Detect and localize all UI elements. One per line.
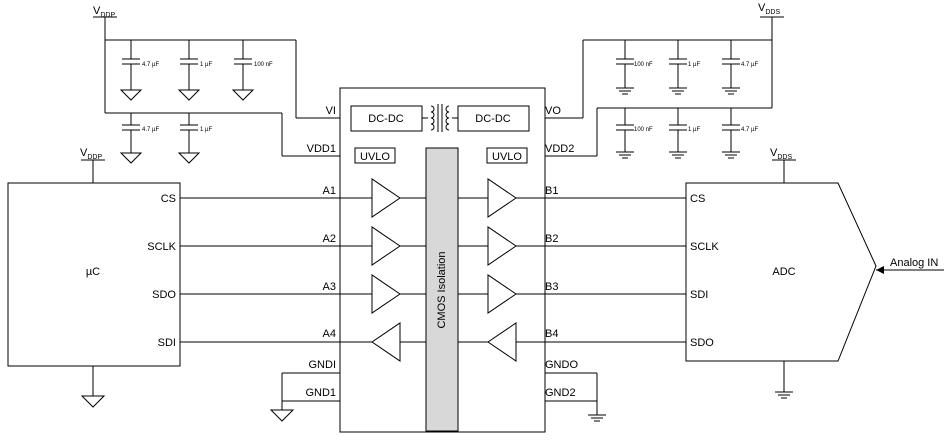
adc-pin-sdi: SDI — [690, 289, 708, 301]
transformer-icon — [422, 104, 458, 132]
channel-3-buffers — [340, 274, 545, 314]
cap-c5-value: 1 µF — [200, 127, 212, 133]
adc-pin-cs: CS — [690, 193, 705, 205]
channel-1-buffers — [340, 178, 545, 218]
cap-c7-value: 1 µF — [688, 62, 700, 68]
pin-a4: A4 — [323, 328, 336, 340]
pin-b2: B2 — [545, 233, 558, 245]
isolator-ic: CMOS Isolation DC-DC DC-DC UVLO UVLO VI … — [305, 87, 578, 433]
cap-c4-value: 4.7 µF — [142, 127, 159, 133]
vdds-adc-label: VDDS — [770, 147, 792, 161]
cap-c8-value: 4.7 µF — [741, 62, 758, 68]
uc-pin-sdi: SDI — [158, 337, 176, 349]
isolation-barrier — [425, 147, 459, 432]
cap-c5: 1 µF — [177, 113, 212, 164]
cap-c3-value: 100 nF — [254, 62, 273, 68]
cap-c4: 4.7 µF — [119, 113, 159, 164]
pin-a1: A1 — [323, 185, 336, 197]
cap-c9-value: 100 nF — [634, 127, 653, 133]
pin-vdd2: VDD2 — [545, 143, 574, 155]
pin-vdd1: VDD1 — [307, 143, 336, 155]
pin-b3: B3 — [545, 281, 558, 293]
cap-c2-value: 1 µF — [200, 62, 212, 68]
channel-4-buffers — [340, 322, 545, 362]
adc-pin-sclk: SCLK — [690, 241, 719, 253]
uc-title: µC — [86, 266, 100, 278]
adc-title: ADC — [772, 266, 795, 278]
pin-a3: A3 — [323, 281, 336, 293]
adc-bus-wires — [545, 197, 686, 343]
cap-c11-value: 4.7 µF — [741, 127, 758, 133]
adc: VDDS ADC CS SCLK SDI SDO Analog IN — [685, 147, 944, 399]
pin-vi: VI — [326, 105, 336, 117]
pin-b4: B4 — [545, 328, 558, 340]
cap-c1-value: 4.7 µF — [142, 62, 159, 68]
pin-gndi: GNDI — [309, 359, 337, 371]
channel-2-buffers — [340, 226, 545, 266]
uvlo-left-block — [354, 147, 396, 164]
uc-bus-wires — [180, 197, 340, 343]
cap-c6: 100 nF — [616, 40, 653, 95]
right-supply-network: VDDS 100 nF 1 µF — [545, 2, 784, 159]
uc-pin-sclk: SCLK — [147, 241, 176, 253]
cap-c10: 1 µF — [669, 108, 700, 159]
uc-pin-sdo: SDO — [152, 289, 176, 301]
barrier-label: CMOS Isolation — [436, 251, 448, 328]
uc-pin-cs: CS — [161, 193, 176, 205]
cap-c11: 4.7 µF — [722, 108, 758, 159]
vddp-main-label: VDDP — [93, 5, 115, 19]
analog-input-arrow-icon — [876, 266, 884, 274]
pin-gnd1: GND1 — [305, 387, 336, 399]
left-supply-network: VDDP 4.7 µF 1 µF — [93, 5, 340, 164]
cap-c3: 100 nF — [231, 40, 273, 101]
uvlo-right-label: UVLO — [492, 151, 522, 163]
pin-b1: B1 — [545, 185, 558, 197]
cap-c6-value: 100 nF — [634, 62, 653, 68]
uvlo-right-block — [486, 147, 528, 164]
analog-in-label: Analog IN — [890, 257, 938, 269]
cap-c7: 1 µF — [669, 40, 700, 95]
pin-a2: A2 — [323, 233, 336, 245]
microcontroller: VDDP µC CS SCLK SDO SDI — [7, 147, 181, 408]
cap-c8: 4.7 µF — [722, 40, 758, 95]
uvlo-left-label: UVLO — [360, 151, 390, 163]
cap-c2: 1 µF — [177, 40, 212, 101]
dcdc-right-label: DC-DC — [475, 113, 510, 125]
adc-pin-sdo: SDO — [690, 337, 714, 349]
dcdc-left-label: DC-DC — [368, 113, 403, 125]
vddp-uc-label: VDDP — [80, 147, 102, 161]
cap-c1: 4.7 µF — [119, 40, 159, 101]
vdds-main-label: VDDS — [758, 2, 780, 16]
pin-gndo: GNDO — [545, 359, 578, 371]
cap-c10-value: 1 µF — [688, 127, 700, 133]
pin-gnd2: GND2 — [545, 387, 576, 399]
isolator-grounds — [269, 372, 606, 422]
pin-vo: VO — [545, 105, 561, 117]
cap-c9: 100 nF — [616, 108, 653, 159]
